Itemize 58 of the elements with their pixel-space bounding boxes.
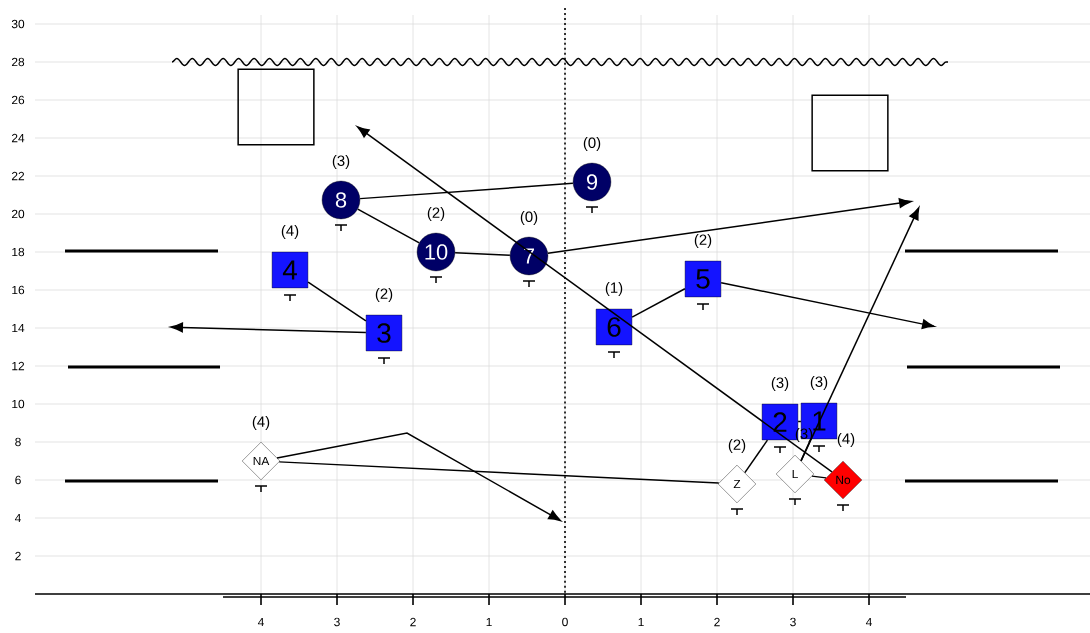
empty-square	[237, 68, 315, 146]
count-label: (3)	[771, 377, 789, 391]
arrow	[276, 432, 561, 522]
count-label: (2)	[694, 234, 712, 248]
axis-tick-label: 20	[11, 209, 25, 219]
axis-tick-label: 3	[790, 617, 796, 627]
axis-tick-label: 2	[714, 617, 720, 627]
axis-tick-label: 4	[257, 617, 264, 627]
count-label: (1)	[605, 282, 623, 296]
axis-tick-label: 6	[15, 475, 21, 485]
axis-tick-label: 2	[15, 551, 21, 561]
count-label: (4)	[837, 433, 855, 447]
axis-tick-label: 0	[562, 617, 568, 627]
axis-tick-label: 1	[486, 617, 492, 627]
axis-tick-label: 8	[15, 437, 21, 447]
count-label: (0)	[520, 211, 538, 225]
axis-tick-label: 24	[11, 133, 25, 143]
axis-tick-label: 3	[334, 617, 340, 627]
axis-tick-label: 1	[638, 617, 644, 627]
axis-tick-label: 18	[12, 247, 25, 257]
axis-tick-label: 26	[11, 95, 25, 105]
route-line	[357, 208, 420, 244]
axis-tick-label: 4	[14, 513, 21, 523]
count-label: (2)	[728, 439, 746, 453]
player-square: 4	[271, 251, 309, 289]
count-label: (0)	[583, 137, 601, 151]
axis-tick-label: 30	[11, 19, 25, 29]
axis-tick-label: 14	[12, 323, 25, 333]
route-line	[278, 461, 720, 484]
axis-tick-label: 10	[12, 399, 25, 409]
arrow	[170, 322, 367, 334]
count-label: (3)	[332, 155, 350, 169]
route-line	[307, 281, 367, 322]
route-line	[744, 439, 769, 474]
count-label: (2)	[375, 288, 393, 302]
arrow	[720, 281, 935, 329]
axis-tick-label: 2	[410, 617, 416, 627]
count-label: (4)	[281, 225, 299, 239]
count-label: (3)	[810, 376, 828, 390]
route-line	[359, 182, 574, 200]
axis-tick-label: 12	[12, 361, 25, 371]
arrow	[800, 207, 920, 462]
player-square: 6	[595, 308, 633, 346]
route-line	[811, 475, 827, 479]
empty-square	[811, 94, 889, 172]
route-line	[631, 288, 686, 318]
axis-tick-label: 28	[11, 57, 25, 67]
axis-tick-label: 4	[865, 617, 872, 627]
arrow	[547, 198, 912, 255]
count-label: (2)	[427, 207, 445, 221]
axis-tick-label: 22	[11, 171, 25, 181]
route-line	[797, 420, 802, 423]
count-label: (4)	[252, 416, 270, 430]
route-line	[454, 252, 511, 256]
player-square: 5	[684, 260, 722, 298]
player-square: 3	[365, 314, 403, 352]
axis-tick-label: 16	[12, 285, 25, 295]
arrow	[356, 126, 833, 473]
